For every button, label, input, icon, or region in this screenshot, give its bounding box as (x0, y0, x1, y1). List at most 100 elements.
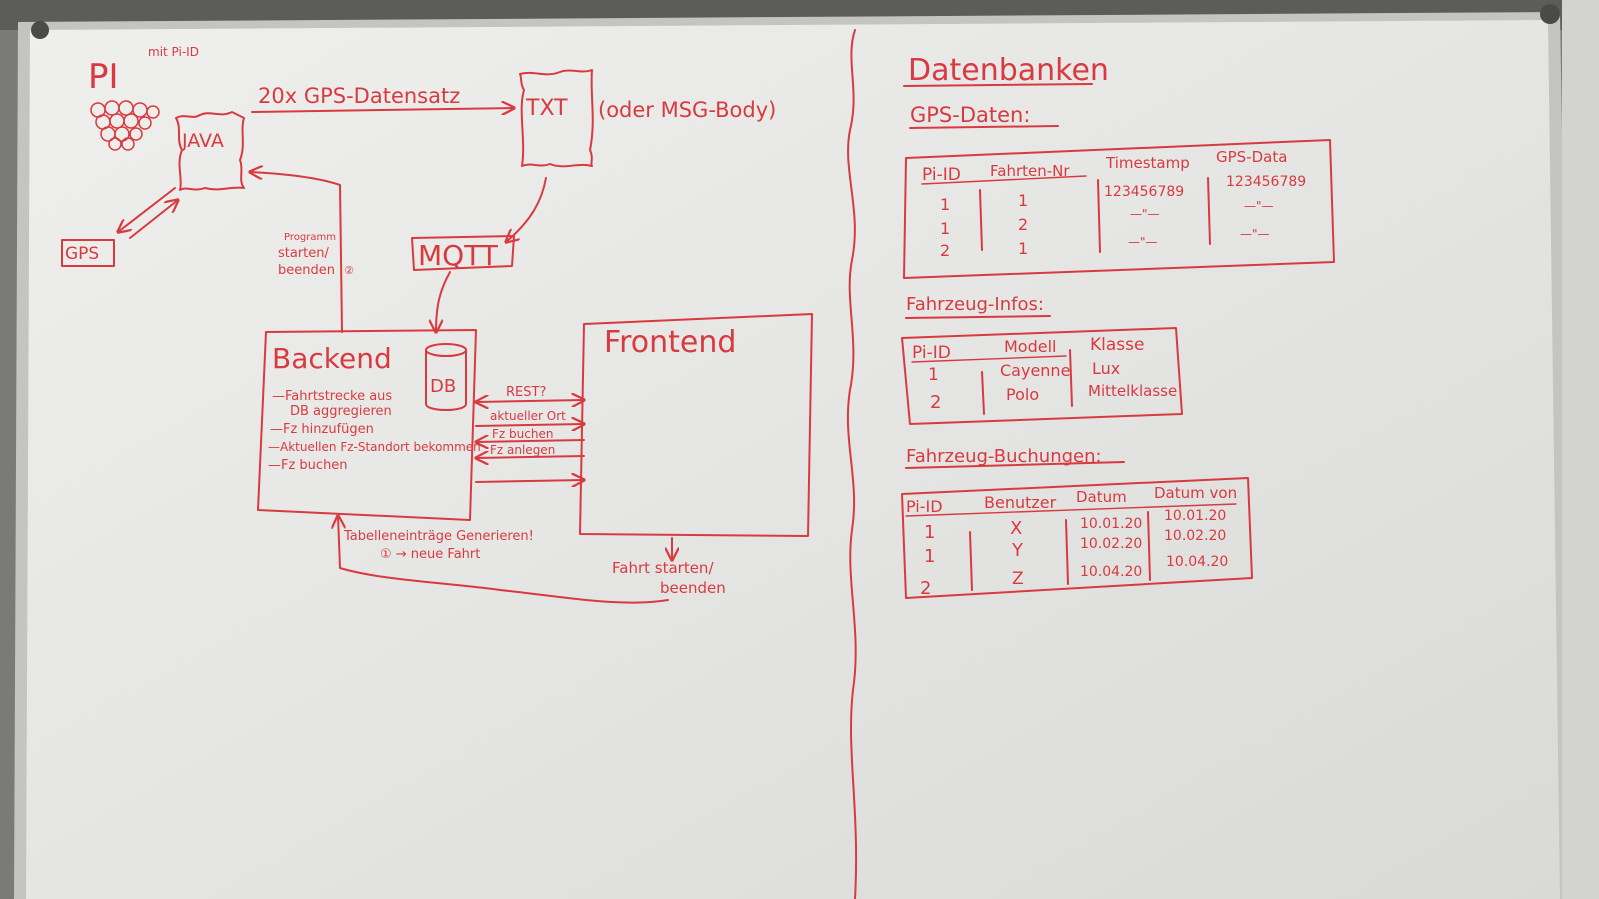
gps-cell-2-2: —"— (1128, 235, 1158, 249)
gps-cell-0-3: 123456789 (1226, 174, 1306, 190)
gps-cell-2-1: 1 (1018, 239, 1028, 258)
txt-box: TXT (519, 69, 594, 168)
buchungen-cell-0-3: 10.01.20 (1164, 508, 1226, 524)
gps-heading-underline (909, 125, 1059, 129)
buchungen-cell-0-1: X (1010, 518, 1022, 539)
loop-arrow (338, 516, 669, 604)
fahrt-note-2: beenden (660, 579, 726, 597)
svg-text:②: ② (344, 264, 354, 277)
fahrzeug-table: Pi-ID Modell Klasse 1 Cayenne Lux 2 Polo… (901, 327, 1183, 425)
buchungen-cell-2-1: Z (1012, 569, 1024, 589)
gps-header-2: Timestamp (1105, 154, 1190, 172)
databases-underline (903, 83, 1093, 87)
backend-item-1: —Fahrtstrecke aus (272, 389, 392, 404)
backend-item-4: —Aktuellen Fz-Standort bekommen (268, 440, 481, 454)
fahrzeug-header-0: Pi-ID (912, 343, 951, 363)
buchungen-header-1: Benutzer (984, 493, 1057, 512)
backend-item-3: —Fz hinzufügen (270, 422, 374, 437)
buchungen-header-2: Datum (1076, 488, 1127, 506)
txt-note: (oder MSG-Body) (598, 98, 776, 122)
db-label: DB (430, 376, 456, 397)
fahrzeug-cell-1-1: Polo (1006, 385, 1039, 404)
fahrzeug-heading: Fahrzeug-Infos: (906, 294, 1044, 315)
buchungen-header-3: Datum von (1154, 484, 1237, 502)
pi-note: mit Pi-ID (148, 45, 199, 59)
bottom-note-2: ① → neue Fahrt (380, 547, 480, 562)
bottom-note-1: Tabelleneinträge Generieren! (343, 529, 534, 544)
databases-title: Datenbanken (908, 53, 1109, 88)
txt-label: TXT (525, 96, 568, 121)
frontend-box: Frontend (579, 313, 813, 537)
mqtt-box: MQTT (411, 235, 515, 272)
svg-text:beenden: beenden (278, 263, 335, 278)
frontend-title: Frontend (604, 325, 736, 360)
gps-cell-1-2: —"— (1130, 207, 1160, 221)
gps-table: Pi-ID Fahrten-Nr Timestamp GPS-Data 1 1 … (903, 139, 1335, 279)
program-note: Programm starten/ beenden ② (278, 232, 354, 278)
mount-left (31, 21, 49, 39)
buchungen-heading-underline (905, 461, 1125, 469)
gps-cell-1-1: 2 (1018, 215, 1028, 234)
gps-label: GPS (65, 244, 99, 264)
rest-arrows: REST? aktueller Ort Fz buchen Fz anlegen (476, 385, 584, 482)
buchungen-cell-1-0: 1 (924, 546, 935, 567)
buchungen-cell-2-0: 2 (920, 578, 931, 599)
backend-title: Backend (272, 342, 392, 375)
gps-cell-2-3: —"— (1240, 227, 1270, 241)
fahrzeug-header-2: Klasse (1090, 335, 1144, 355)
gps-cell-2-0: 2 (940, 241, 950, 260)
svg-text:Programm: Programm (284, 232, 336, 243)
fahrzeug-cell-1-0: 2 (930, 392, 941, 413)
gps-header-3: GPS-Data (1216, 148, 1287, 166)
database-icon: DB (425, 343, 467, 411)
fahrzeug-cell-0-0: 1 (928, 365, 939, 385)
java-box: JAVA (175, 111, 245, 191)
arrow-datensatz-label: 20x GPS-Datensatz (258, 84, 460, 108)
fahrzeug-header-1: Modell (1004, 337, 1056, 356)
buchungen-table: Pi-ID Benutzer Datum Datum von 1 X 10.01… (901, 477, 1253, 599)
mount-right (1540, 4, 1560, 24)
mqtt-label: MQTT (418, 239, 499, 272)
fahrzeug-cell-0-1: Cayenne (1000, 361, 1070, 380)
rest-label-buchen: Fz buchen (492, 427, 553, 441)
fahrzeug-cell-0-2: Lux (1092, 359, 1120, 378)
board-surface (26, 20, 1560, 899)
gps-cell-0-1: 1 (1018, 191, 1028, 210)
buchungen-heading: Fahrzeug-Buchungen: (906, 446, 1102, 467)
gps-cell-0-0: 1 (940, 195, 950, 214)
gps-cell-0-2: 123456789 (1104, 184, 1184, 200)
gps-box: GPS (61, 239, 115, 267)
arrow-backend-java (250, 172, 343, 333)
arrow-mqtt-backend (436, 271, 451, 332)
backend-box: Backend DB —Fahrtstrecke aus DB aggregie… (257, 329, 481, 521)
gps-header-1: Fahrten-Nr (990, 162, 1070, 180)
buchungen-cell-1-3: 10.02.20 (1164, 528, 1226, 544)
rest-label-anlegen: Fz anlegen (490, 443, 555, 457)
pi-label: PI (88, 57, 119, 97)
fahrzeug-cell-1-2: Mittelklasse (1088, 382, 1177, 400)
buchungen-header-0: Pi-ID (906, 497, 943, 516)
gps-cell-1-3: —"— (1244, 199, 1274, 213)
buchungen-cell-2-2: 10.04.20 (1080, 564, 1142, 580)
arrow-java-gps (118, 187, 176, 232)
java-label: JAVA (181, 130, 224, 152)
arrow-gps-java (129, 200, 178, 239)
buchungen-cell-2-3: 10.04.20 (1166, 554, 1228, 570)
buchungen-cell-0-2: 10.01.20 (1080, 516, 1142, 532)
arrow-java-txt (251, 108, 514, 112)
gps-header-0: Pi-ID (922, 165, 961, 185)
raspberry-icon (90, 100, 160, 151)
gps-cell-1-0: 1 (940, 219, 950, 238)
svg-text:starten/: starten/ (278, 246, 330, 261)
backend-item-5: —Fz buchen (268, 458, 348, 473)
buchungen-cell-1-2: 10.02.20 (1080, 536, 1142, 552)
gps-heading: GPS-Daten: (910, 103, 1030, 127)
fahrt-note-1: Fahrt starten/ (612, 559, 714, 577)
divider-line (846, 29, 858, 899)
second-board (1562, 0, 1599, 899)
buchungen-cell-0-0: 1 (924, 522, 935, 543)
rest-label-ort: aktueller Ort (490, 409, 566, 423)
backend-item-2: DB aggregieren (290, 404, 392, 419)
rest-label: REST? (506, 385, 546, 400)
